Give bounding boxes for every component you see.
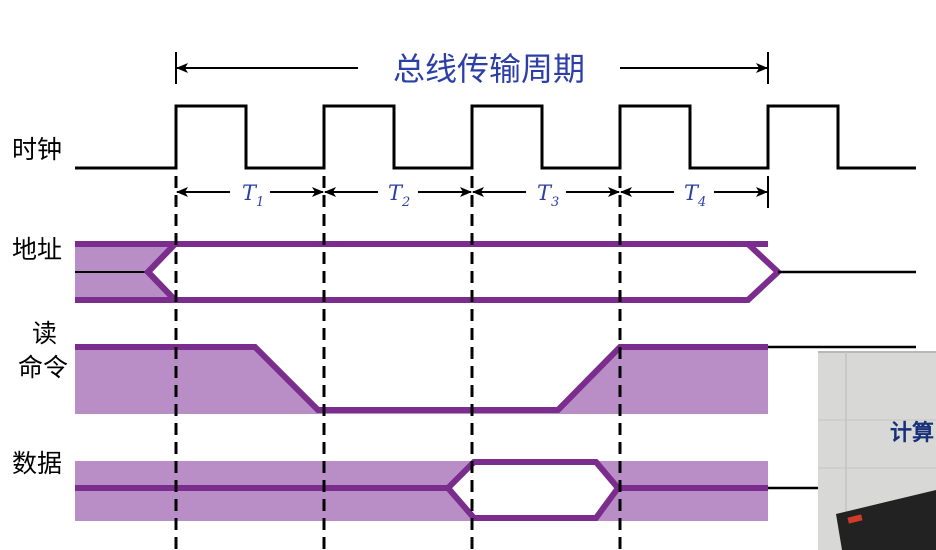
read-command-label-line2: 命令: [18, 353, 68, 382]
data-label: 数据: [12, 449, 62, 478]
read-command-waveform: [75, 344, 768, 413]
inset-photo: 计算: [818, 351, 936, 550]
address-label: 地址: [12, 235, 62, 264]
photo-caption: 计算: [890, 420, 934, 446]
read-command-signal: [75, 344, 916, 414]
data-signal: [75, 459, 818, 521]
address-valid-bus: [143, 241, 783, 303]
laptop-shape: [836, 490, 936, 550]
bus-cycle-span: 总线传输周期: [175, 50, 769, 88]
read-command-label-line1: 读: [32, 319, 57, 348]
address-signal: [75, 241, 916, 303]
laptop-logo: [847, 514, 863, 524]
bus-cycle-title: 总线传输周期: [393, 50, 585, 88]
period-boundaries: [174, 176, 622, 550]
read-command-shaded-area: [75, 347, 768, 414]
clock-label: 时钟: [12, 135, 62, 164]
period-markers: T1 T2 T3 T4: [176, 181, 768, 210]
period-label-t4: T4: [684, 181, 706, 210]
clock-waveform: [75, 104, 916, 170]
period-label-t3: T3: [537, 181, 559, 210]
period-label-t2: T2: [388, 181, 410, 210]
period-label-t1: T1: [242, 181, 264, 210]
